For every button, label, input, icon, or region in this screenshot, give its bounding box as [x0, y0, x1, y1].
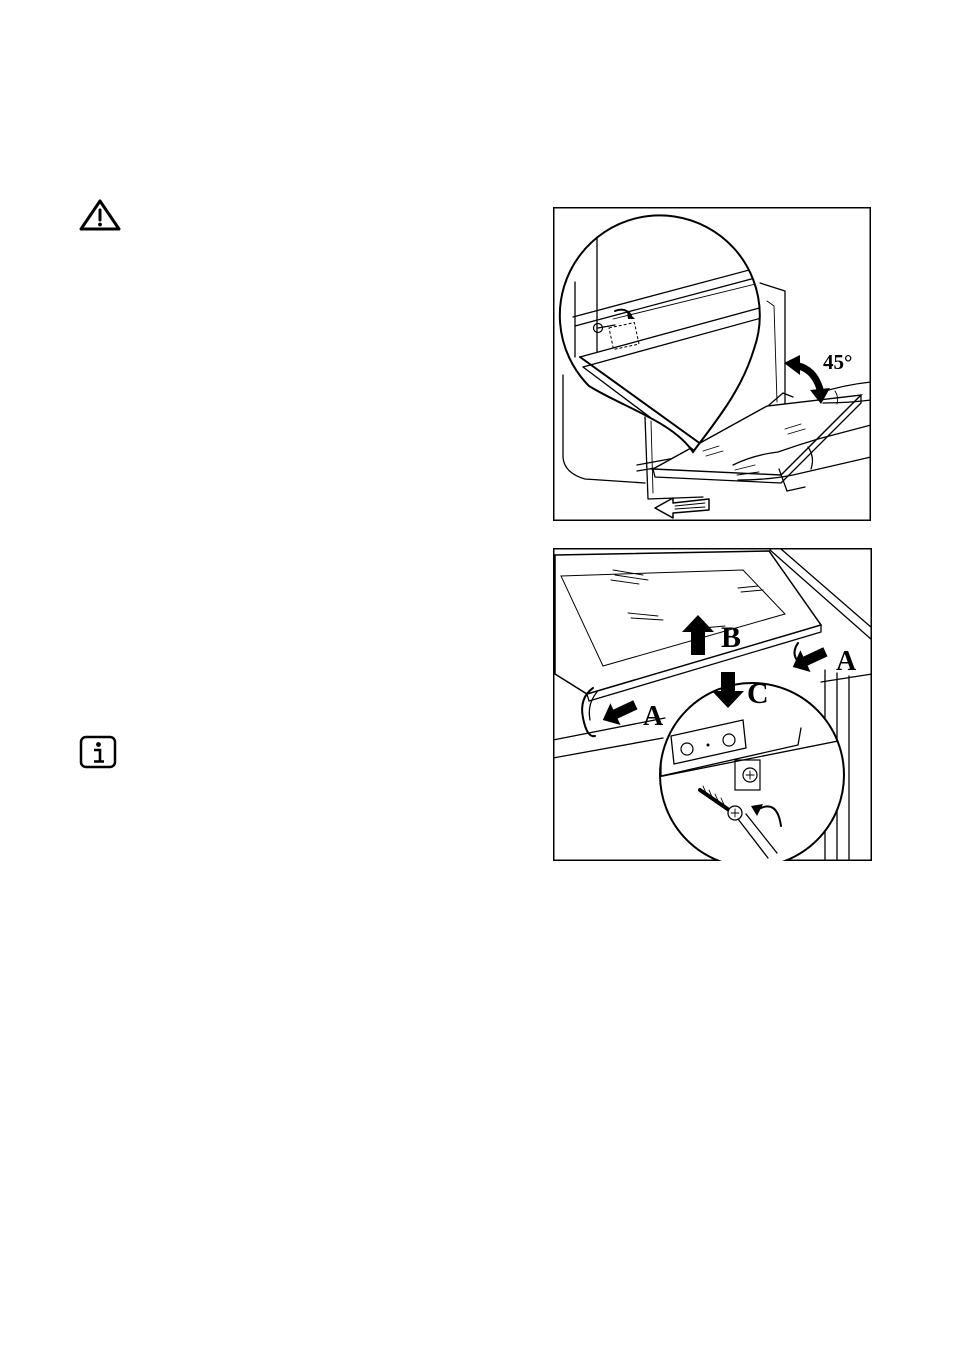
- lid-removal-figure: B A: [553, 548, 872, 861]
- warning-exclamation-dot: [98, 223, 102, 227]
- angle-label: 45°: [823, 350, 852, 374]
- info-dot: [96, 742, 101, 747]
- label-a-left: A: [643, 701, 664, 732]
- door-removal-figure: 45°: [553, 207, 871, 521]
- label-c: C: [747, 677, 769, 710]
- label-b: B: [721, 621, 741, 654]
- warning-icon: [79, 198, 121, 232]
- info-icon: [79, 735, 117, 769]
- info-stem: [94, 750, 104, 762]
- label-a-right: A: [836, 646, 857, 677]
